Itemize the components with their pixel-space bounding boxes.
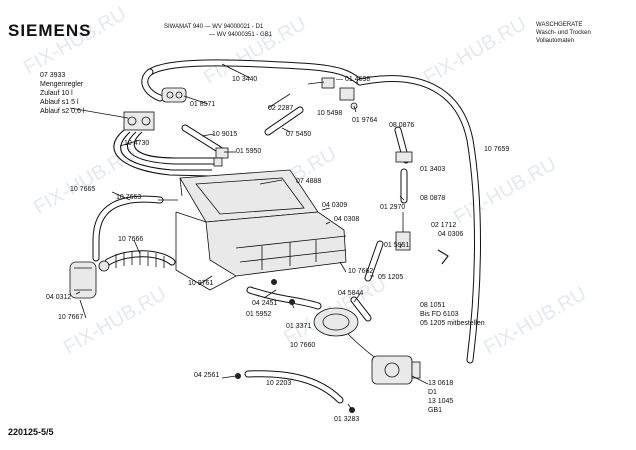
part-label: 01 5952 xyxy=(246,311,272,318)
part-label: 01 2970 xyxy=(380,204,406,211)
brand-logo: SIEMENS xyxy=(8,21,92,40)
part-label: 01 5950 xyxy=(236,148,262,155)
part-label: 07 4888 xyxy=(296,178,322,185)
part-label: 13 1045 xyxy=(428,398,454,405)
part-label: 04 0308 xyxy=(334,216,360,223)
part-label: 10 5498 xyxy=(317,110,343,117)
part-label: 10 7659 xyxy=(484,146,510,153)
part-label: 01 3371 xyxy=(286,323,312,330)
part-label: 07 5450 xyxy=(286,131,312,138)
part-label: 01 8571 xyxy=(190,101,216,108)
part-label: — 01 4698 xyxy=(336,76,371,83)
sheet-number: 220125-5/5 xyxy=(8,427,54,437)
part-label: 10 9015 xyxy=(212,131,238,138)
part-label: 05 1205 xyxy=(378,274,404,281)
part-label: 08 0878 xyxy=(420,195,446,202)
part-label: 01 9764 xyxy=(352,117,378,124)
part-label: 10 4730 xyxy=(124,140,150,147)
part-label: 10 2203 xyxy=(266,380,292,387)
part-label: 10 3440 xyxy=(232,76,258,83)
part-label: Ablauf s1 5 l xyxy=(40,99,79,106)
part-label: 10 7665 xyxy=(70,186,96,193)
part-label: 02 2287 xyxy=(268,105,294,112)
part-label: 08 0876 xyxy=(389,122,415,129)
part-label: 10 7660 xyxy=(290,342,316,349)
category-line-1: WASCHGERATE xyxy=(536,22,583,28)
part-label: 01 3403 xyxy=(420,166,446,173)
part-label: 01 5951 xyxy=(384,242,410,249)
part-label: 04 2561 xyxy=(194,372,220,379)
part-label: 02 1712 xyxy=(431,222,457,229)
part-label: 04 2451 xyxy=(252,300,278,307)
part-label: 05 1205 mitbestellen xyxy=(420,320,485,327)
part-label: 10 7663 xyxy=(116,194,142,201)
part-label: Mengenregler xyxy=(40,81,84,88)
model-line-1: SIWAMAT 940 — WV 94000021 - D1 xyxy=(164,24,264,30)
part-label: 04 5844 xyxy=(338,290,364,297)
part-label: 13 0618 xyxy=(428,380,454,387)
model-line-2: — WV 94000351 - GB1 xyxy=(209,32,273,38)
part-label: 10 7662 xyxy=(348,268,374,275)
part-label: 10 9761 xyxy=(188,280,214,287)
part-label: 10 7667 xyxy=(58,314,84,321)
part-label: Zulauf 10 l xyxy=(40,90,73,97)
part-label: 10 7666 xyxy=(118,236,144,243)
part-label: Bis FD 6103 xyxy=(420,311,459,318)
part-label: 04 0309 xyxy=(322,202,348,209)
part-label: 01 3283 xyxy=(334,416,360,423)
part-label: 04 0306 xyxy=(438,231,464,238)
part-label: 08 1051 xyxy=(420,302,446,309)
part-label: 07 3933 xyxy=(40,72,66,79)
part-label: D1 xyxy=(428,389,437,396)
part-label: 04 0312 xyxy=(46,294,72,301)
category-line-2: Wasch- und Trocken xyxy=(536,30,591,36)
part-label: GB1 xyxy=(428,407,443,414)
category-line-3: Vollautomaten xyxy=(536,38,575,44)
part-label: Ablauf s2 0,6 l xyxy=(40,108,85,115)
